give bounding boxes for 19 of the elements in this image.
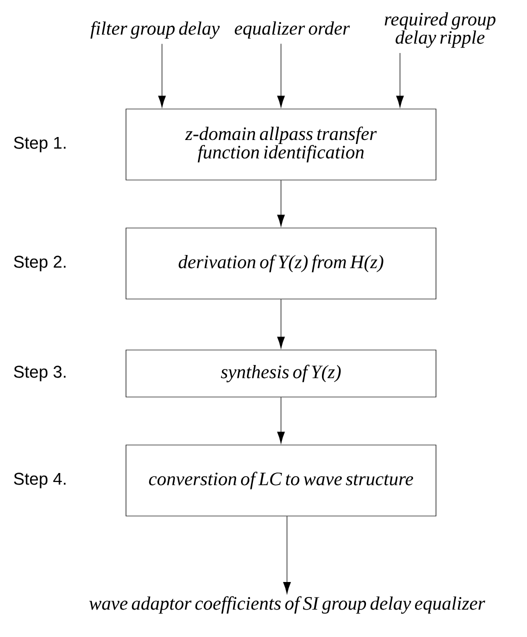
process-box: synthesis of Y(z)	[126, 350, 436, 398]
arrow	[277, 299, 285, 348]
input-label: required group delay ripple	[384, 12, 496, 48]
arrow	[396, 52, 404, 108]
arrow	[277, 44, 285, 108]
arrow	[277, 397, 285, 444]
process-box: z-domain allpass transfer function identification	[126, 108, 436, 180]
input-label: equalizer order	[234, 21, 350, 39]
process-box: converstion of LC to wave structure	[126, 444, 436, 516]
arrow	[277, 180, 285, 226]
output-label: wave adaptor coefficients of SI group delay equalizer	[89, 596, 486, 614]
step-label: Step 3.	[14, 366, 66, 382]
process-box: derivation of Y(z) from H(z)	[126, 228, 436, 300]
arrow	[283, 516, 291, 594]
step-label: Step 2.	[14, 256, 66, 272]
step-label: Step 1.	[14, 136, 66, 152]
step-label: Step 4.	[14, 472, 66, 488]
arrow	[158, 44, 166, 108]
input-label: filter group delay	[90, 21, 220, 39]
